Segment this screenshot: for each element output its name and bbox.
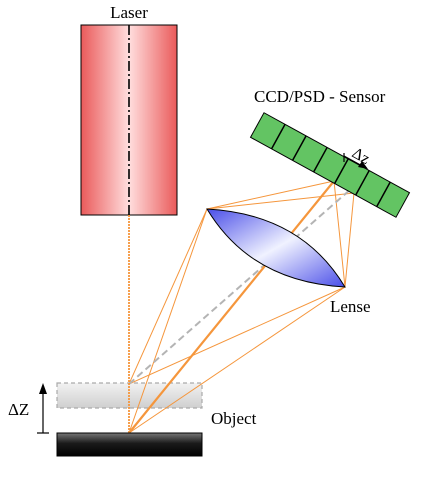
- delta-Z-arrowhead: [39, 383, 47, 394]
- delta-z-sensor-arrowhead: [358, 161, 368, 169]
- chief-ray: [128, 180, 335, 434]
- lens: [206, 208, 346, 288]
- ray-lens-right: [128, 286, 346, 434]
- ray-ghost-right: [128, 286, 346, 385]
- object: [56, 432, 203, 457]
- ray-ghost-left: [128, 208, 208, 385]
- object-label: Object: [211, 409, 257, 428]
- ray-sensor-top-ghost: [206, 192, 355, 210]
- laser-label: Laser: [110, 3, 148, 22]
- ray-sensor-bottom-ghost: [344, 192, 355, 288]
- sensor-label: CCD/PSD - Sensor: [254, 87, 386, 106]
- ccd-psd-sensor: [249, 112, 411, 218]
- ray-sensor-top: [206, 180, 335, 210]
- delta-Z-label: ΔZ: [8, 400, 29, 419]
- delta-Z-arrow: [37, 392, 49, 434]
- ray-sensor-bottom: [333, 180, 346, 288]
- delta-z-sensor-label: Δz: [349, 145, 372, 168]
- lens-label: Lense: [330, 297, 371, 316]
- dashed-chief-ray: [128, 187, 353, 385]
- light-rays: [128, 180, 355, 434]
- ray-lens-left: [128, 208, 208, 434]
